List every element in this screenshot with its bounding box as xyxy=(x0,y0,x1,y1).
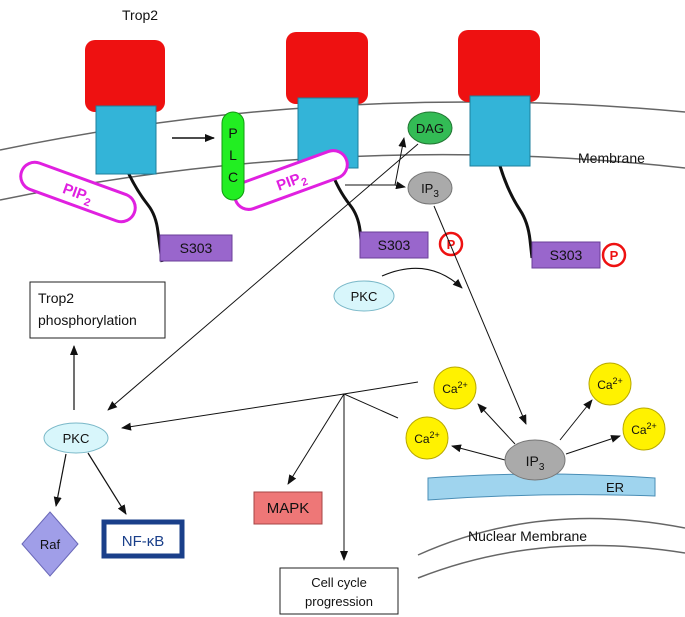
trop2-receptor-1 xyxy=(85,40,165,263)
arrow-ip3-to-er xyxy=(433,205,527,425)
calcium-signal-line xyxy=(342,381,419,419)
calcium-ion-1: Ca2+ xyxy=(433,366,477,410)
phospho-label-2: P xyxy=(610,248,619,263)
arrow-ip3-to-ca-3 xyxy=(451,444,506,461)
nfkb-box xyxy=(101,519,185,559)
s303-box-3 xyxy=(531,241,601,269)
arrow-pkc-to-nfkb xyxy=(87,452,127,515)
trop2-receptor-3 xyxy=(458,30,540,259)
s303-label-3: S303 xyxy=(550,247,583,263)
plc-letter-l: L xyxy=(229,147,237,163)
s303-label-2: S303 xyxy=(378,237,411,253)
raf-node xyxy=(21,511,79,577)
ip3-membrane-node xyxy=(407,171,453,205)
phospho-circle-2 xyxy=(601,242,627,268)
arrow-calcium-to-mapk xyxy=(287,393,345,485)
trop2-receptor-2 xyxy=(286,32,368,251)
trop2-phosphorylation-line2: phosphorylation xyxy=(38,312,137,328)
calcium-ion-4: Ca2+ xyxy=(622,407,666,451)
arrow-ip3-to-ca-2 xyxy=(559,399,593,441)
pkc-membrane-label: PKC xyxy=(351,289,378,304)
membrane-label: Membrane xyxy=(578,150,645,166)
cell-cycle-box xyxy=(279,567,399,615)
plc-letter-c: C xyxy=(228,169,238,185)
mapk-label: MAPK xyxy=(267,500,310,517)
s303-box-1 xyxy=(159,234,233,262)
pkc-cytosol-label: PKC xyxy=(63,431,90,446)
plc-letter-p: P xyxy=(228,125,237,141)
nuclear-membrane-label: Nuclear Membrane xyxy=(468,528,587,544)
mapk-box xyxy=(253,491,323,525)
ip3-er-node xyxy=(504,439,566,481)
pkc-cytosol-node xyxy=(43,422,109,454)
trop2-phosphorylation-line1: Trop2 xyxy=(38,290,74,306)
arrow-dag-to-pkc xyxy=(107,143,419,411)
arrow-ip3-to-ca-1 xyxy=(477,403,516,445)
pip2-right: PIP2 xyxy=(233,149,349,211)
plc-enzyme: P L C xyxy=(221,111,245,201)
phospho-circle-1 xyxy=(438,231,464,257)
er-label: ER xyxy=(606,480,624,495)
pip2-left: PIP2 xyxy=(19,160,137,224)
trop2-phosphorylation-box xyxy=(29,281,166,339)
nuclear-membrane-outer-line xyxy=(417,517,685,556)
er-membrane xyxy=(427,473,656,501)
arrow-pkc-to-raf xyxy=(53,453,67,507)
dag-node xyxy=(407,111,453,145)
arrow-to-ip3 xyxy=(394,181,406,190)
cell-cycle-line1: Cell cycle xyxy=(311,575,367,590)
cell-cycle-line2: progression xyxy=(305,594,373,609)
pkc-membrane-node xyxy=(333,280,395,312)
calcium-ion-2: Ca2+ xyxy=(588,362,632,406)
arrow-ip3-to-ca-4 xyxy=(565,435,621,455)
calcium-ion-3: Ca2+ xyxy=(405,416,449,460)
dag-label: DAG xyxy=(416,121,444,136)
phospho-label-1: P xyxy=(447,237,456,252)
trop2-title: Trop2 xyxy=(122,7,158,23)
arrow-pkc-phosphorylates xyxy=(381,267,463,289)
nuclear-membrane-inner-line xyxy=(417,544,685,579)
raf-label: Raf xyxy=(40,537,61,552)
s303-box-2 xyxy=(359,231,429,259)
nfkb-label: NF-κB xyxy=(122,533,165,550)
arrow-calcium-to-pkc xyxy=(121,393,345,431)
s303-label-1: S303 xyxy=(180,240,213,256)
